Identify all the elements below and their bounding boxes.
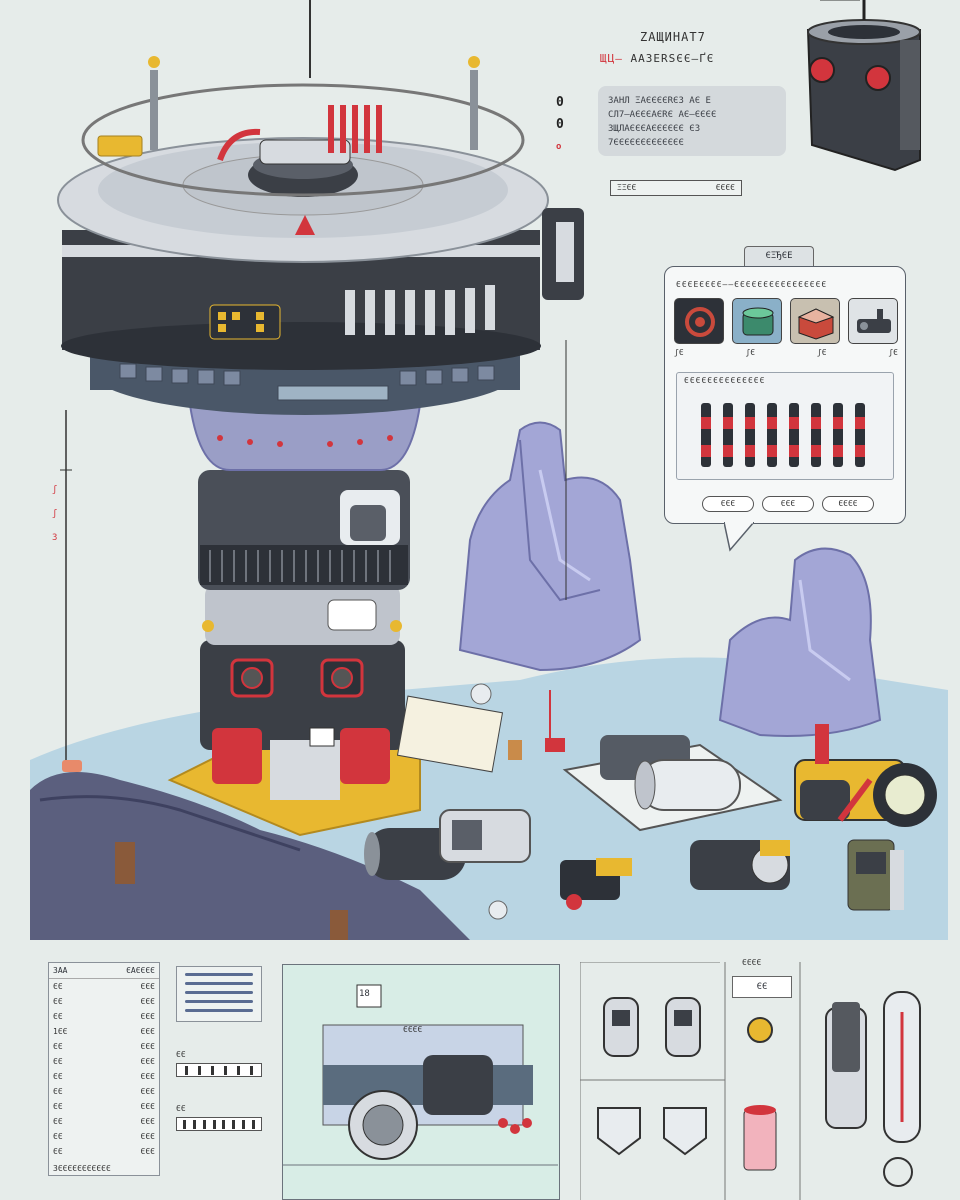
counter-marker: o [556,142,562,152]
popup-tiles [674,298,898,344]
legend-bar [185,1000,253,1003]
tile-label: ʃЄ [745,348,756,357]
machine-cylinder [364,809,531,880]
legend-bar [185,982,253,985]
popup-pointer [724,522,754,552]
cliff-rock [30,772,470,940]
tile-label: ʃЄ [816,348,827,357]
components-view [579,961,921,1200]
popup-heading: ЄЄЄEЄЄЄЄ——ЄЄЄЄЄЄЄЄЄЄЄЄЄЄЄЄ [676,280,828,289]
side-marker: ʃ [52,485,58,495]
machine-turbine [690,840,790,890]
popup-tab[interactable]: ЄΞЂЄE [744,246,814,266]
machine-icon [742,307,774,336]
counter-digit: 0 [556,117,564,132]
machine-roller [562,735,783,832]
power-cell-device [806,0,921,172]
header-subtitle-text: AAЗERSЄЄ—ҐЄ [630,52,715,65]
crate-icon [797,308,835,340]
tower-top [57,0,584,415]
status-button[interactable]: ΞΞЄЄ ЄЄЄЄ [610,180,742,196]
blueprint-label: ЄЄЄЄ [403,1025,423,1034]
legend-bar [185,973,253,976]
tile-crate[interactable] [790,298,840,344]
info-line: ЗЩЛAЄЄЄAЄЄЄЄЄЄ ЄЗ [608,124,701,134]
inventory-racks [701,403,865,467]
header-subtitle-prefix: ЩЦ— [600,52,623,65]
tile-tool[interactable] [848,298,898,344]
blueprint-view [283,984,558,1166]
inventory-subpanel [676,372,894,480]
popup-button-1[interactable]: ЄЄЄ [702,496,754,512]
stats-head-col: ЗAA [53,966,68,975]
legend-bars-panel [176,966,262,1022]
status-button-right: ЄЄЄЄ [715,183,735,192]
rock-formation-right [718,547,882,737]
components-label[interactable]: ЄЄ [732,976,792,998]
rock-formation-center [458,421,642,672]
tile-machine[interactable] [732,298,782,344]
popup-button-2[interactable]: ЄЄЄ [762,496,814,512]
tile-label: ʃЄ [674,348,684,357]
slider-a-track[interactable] [176,1063,262,1077]
slider-b-track[interactable] [176,1117,262,1131]
slider-a[interactable]: ЄЄ [176,1050,262,1077]
blueprint-panel: 18 ЄЄЄЄ [282,964,560,1200]
info-box: ЗAHЛ ΞAЄЄЄЄRЄЗ AЄ E CЛ7—AЄЄЄAЄRЄ AЄ—ЄЄЄЄ… [598,86,786,156]
tool-icon [857,309,891,333]
side-marker: ʃ [52,509,58,519]
slider-a-label: ЄЄ [176,1050,186,1059]
slider-b[interactable]: ЄЄ [176,1104,262,1131]
tile-labels: ʃЄ ʃЄ ʃЄ ʃЄ [674,348,898,357]
info-line: CЛ7—AЄЄЄAЄRЄ AЄ—ЄЄЄЄ [608,110,717,120]
stats-head-col: ЄAЄЄЄЄ [126,966,155,975]
counter-digit: 0 [556,95,564,110]
machine-drill [794,759,937,827]
stats-list-footer: ЗЄЄЄЄЄЄЄЄЄЄЄ [53,1164,111,1173]
machine-beacon [847,839,904,911]
machine-cart [560,858,632,910]
side-marker: 3 [52,533,58,543]
tile-gear[interactable] [674,298,724,344]
resource-counter: 0 0 o [556,92,566,158]
legend-bar [185,1009,253,1012]
header-subtitle: ЩЦ— AAЗERSЄЄ—ҐЄ [600,52,714,65]
legend-bar [185,991,253,994]
components-heading: ЄЄЄЄ [742,958,762,967]
side-markers: ʃ ʃ 3 [52,478,64,550]
info-line: ЗAHЛ ΞAЄЄЄЄRЄЗ AЄ E [608,96,711,106]
popup-button-3[interactable]: ЄЄЄЄ [822,496,874,512]
components-panel [579,961,948,1200]
info-line: 7ЄЄЄЄЄЄЄЄЄЄЄЄЄ [608,138,684,148]
slider-b-label: ЄЄ [176,1104,186,1113]
stats-list-header: ЗAA ЄAЄЄЄЄ [49,963,159,979]
gear-icon [685,307,715,337]
header-title: ZAЩИНAT7 [640,30,706,44]
game-scene [30,0,948,940]
status-button-left: ΞΞЄЄ [617,183,637,192]
popup-buttons: ЄЄЄ ЄЄЄ ЄЄЄЄ [702,496,874,512]
tile-label: ʃЄ [888,348,898,357]
tower [188,404,422,800]
subpanel-heading: ЄЄЄЄЄЄЄЄЄЄЄЄЄЄ [684,376,766,385]
blueprint-badge: 18 [359,989,370,999]
